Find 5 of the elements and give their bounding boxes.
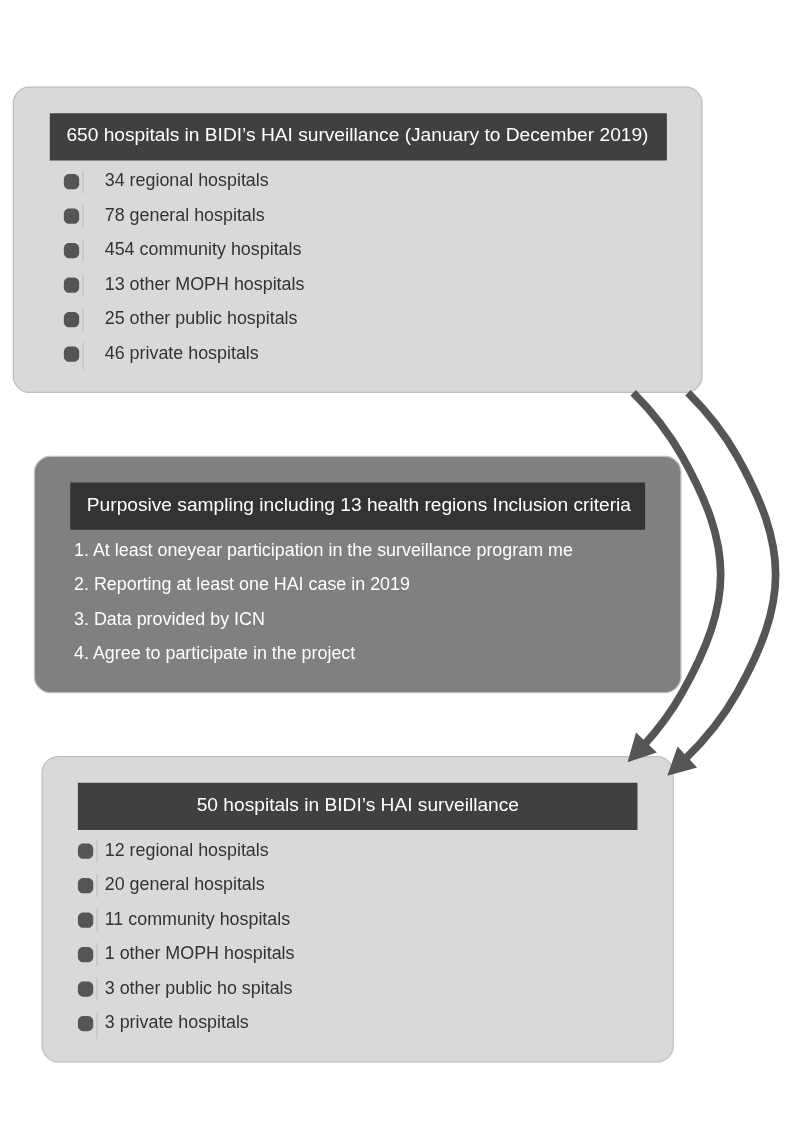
node-box: 650 hospitals in BIDI’s HAI surveillance (January to December 2019) 34 regional hospitals 78 general hospitals 454 community hospitals 13 other MOPH hospitals 25 other public hospitals 46 private hospitals [12,85,703,393]
arrow [667,389,780,776]
node-box: Purposive sampling including 13 health regions Inclusion criteria 1. At least oneyear participation in the surveillance program me 2. Reporting at least one HAI case in 2019 3. Data provided by ICN 4. Agree to participate in the project [33,455,682,693]
arrow [627,389,725,762]
node-box: 50 hospitals in BIDI’s HAI surveillance 12 regional hospitals 20 general hospitals 11 community hospitals 1 other MOPH hospitals 3 other public ho spitals 3 private hospitals [41,755,674,1063]
